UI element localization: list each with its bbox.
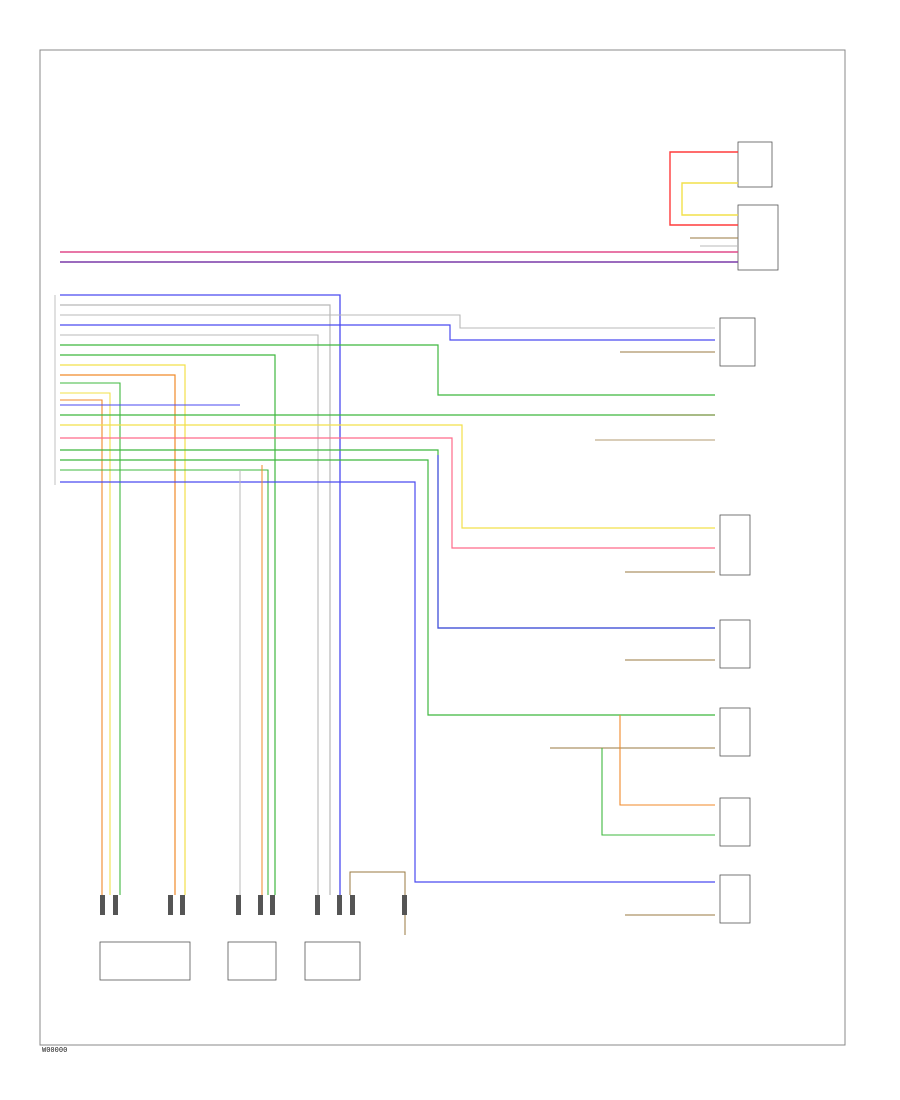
component-block-3 [719, 619, 751, 669]
bottom-component-2 [227, 941, 277, 981]
green-wire-18 [60, 459, 715, 716]
green-wire-10 [60, 382, 121, 895]
orange-wire-12 [60, 399, 103, 895]
diagram-frame [39, 49, 846, 1046]
relay-box-second [737, 204, 779, 271]
component-block-2 [719, 514, 751, 576]
component-block-6 [719, 874, 751, 924]
blue-wire-4 [60, 324, 715, 341]
gray-wire-5 [60, 334, 319, 895]
orange-wire-c5 [619, 715, 715, 806]
green-wire-17 [60, 449, 715, 629]
component-block-1 [719, 317, 756, 367]
gray-wire-2 [60, 304, 331, 895]
bottom-component-1 [99, 941, 191, 981]
pink-wire-16 [60, 437, 715, 549]
red-wire-top-loop [669, 151, 738, 226]
orange-wire-9 [60, 374, 176, 895]
diagram-code: W00000 [42, 1046, 67, 1054]
gray-wire-3 [60, 314, 715, 329]
bottom-connector-marks [100, 895, 407, 915]
component-block-4 [719, 707, 751, 757]
relay-box-top [737, 141, 773, 188]
yellow-wire-15 [60, 424, 715, 529]
green-wire-7 [60, 354, 276, 895]
blue-wire-20 [60, 481, 715, 883]
blue-wire-17b [437, 455, 715, 629]
green-wire-19 [60, 469, 269, 895]
component-block-5 [719, 797, 751, 847]
green-wire-6 [60, 344, 715, 396]
green-wire-c5 [601, 748, 715, 836]
yellow-wire-8 [60, 364, 186, 895]
yellow-wire-11 [60, 392, 111, 895]
bottom-component-3 [304, 941, 361, 981]
yellow-wire-top-loop [681, 182, 738, 216]
blue-wire-1 [60, 294, 341, 895]
top-relay-group [669, 141, 779, 271]
brown-wire-bottom [349, 871, 406, 935]
